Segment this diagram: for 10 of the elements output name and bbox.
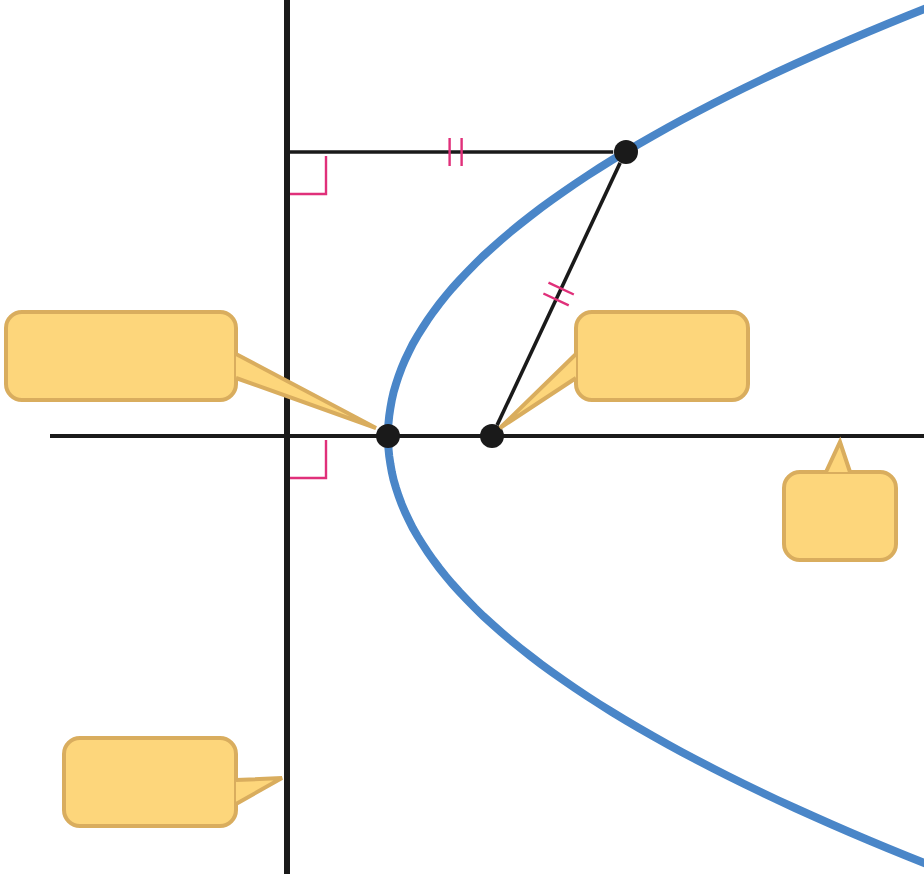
line-segment [495, 162, 622, 426]
callout-box [782, 470, 898, 562]
point-dot [613, 140, 638, 164]
callout-box [4, 310, 238, 402]
line-segment [290, 150, 614, 154]
callout-box [62, 736, 238, 828]
directrix-line [284, 0, 290, 874]
axis-line [50, 434, 924, 438]
point-dot [480, 424, 504, 448]
point-dot [376, 424, 400, 448]
